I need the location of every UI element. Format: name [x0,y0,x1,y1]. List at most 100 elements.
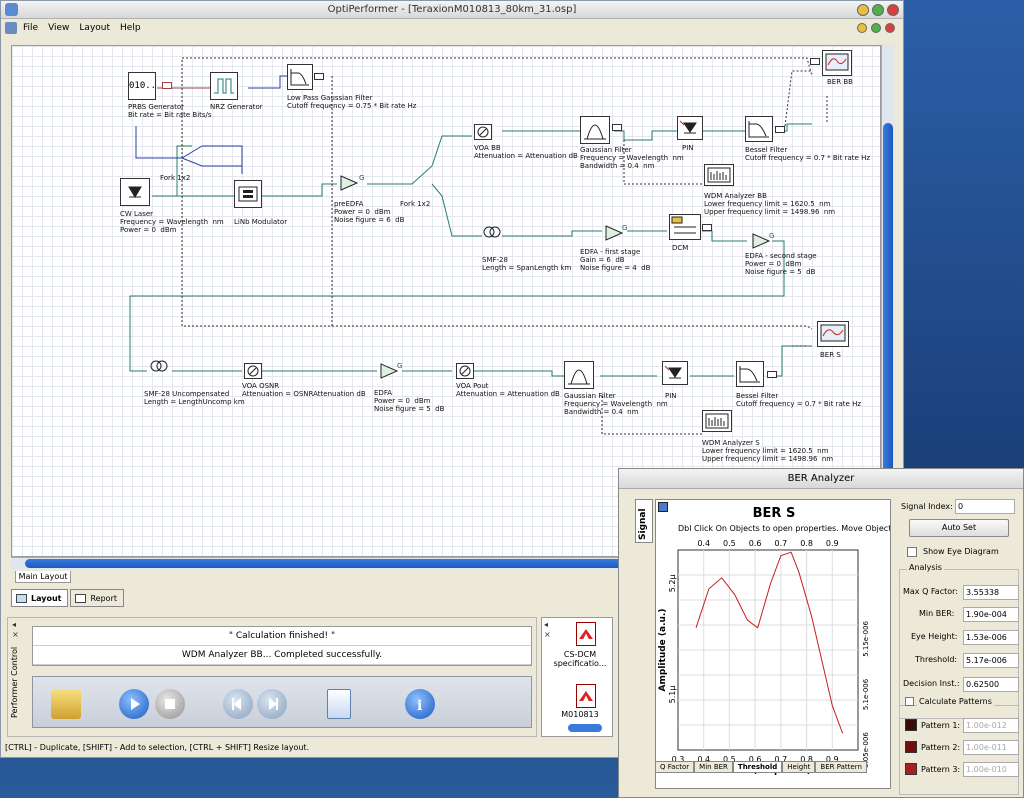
pdf-file-icon[interactable] [576,684,596,708]
ber-analyzer-icon [825,53,849,71]
stop-button[interactable] [155,689,185,719]
menu-help[interactable]: Help [120,23,141,33]
doc-restore-button[interactable] [871,23,881,33]
spectrum-analyzer-icon [705,413,729,429]
tab-layout[interactable]: Layout [11,589,69,607]
pattern-2-color-swatch[interactable] [905,741,917,753]
lowpass-filter-block[interactable] [287,64,313,90]
edfa-block[interactable]: G [377,362,407,380]
collapse-arrow-icon[interactable]: ◂ [12,620,17,629]
amplifier-icon: G [380,362,402,379]
auto-set-button[interactable]: Auto Set [909,519,1009,537]
smfu-params: Length = LengthUncomp km [144,398,245,406]
tab-threshold[interactable]: Threshold [732,761,783,773]
tab-ber-pattern[interactable]: BER Pattern [815,761,867,773]
maximize-button[interactable] [872,4,884,16]
step-forward-button[interactable] [257,689,287,719]
close-panel-icon[interactable]: × [12,630,19,639]
smf28-block[interactable] [482,224,502,240]
tab-q-factor[interactable]: Q Factor [655,761,695,773]
collapse-arrow-icon[interactable]: ◂ [544,620,549,629]
eye-height-label: Eye Height: [911,632,958,641]
file-label[interactable]: M010813 [561,710,599,719]
pin2-name: PIN [665,392,677,400]
tab-main-layout[interactable]: Main Layout [15,571,71,583]
nrz-generator-block[interactable] [210,72,238,100]
signal-side-tab[interactable]: Signal [635,499,653,543]
gf1-params: Frequency = Wavelength nm Bandwidth = 0.… [580,154,684,170]
x-tick-label: 0.9 [826,755,839,764]
voa-osnr-block[interactable] [244,363,262,379]
voa-bb-block[interactable] [474,124,492,140]
linb-modulator-block[interactable] [234,180,262,208]
close-button[interactable] [887,4,899,16]
tab-height[interactable]: Height [782,761,816,773]
pin-1-block[interactable] [677,116,703,140]
gaussian-filter-2-block[interactable] [564,361,594,389]
close-panel-icon[interactable]: × [544,630,551,639]
menu-file[interactable]: File [23,23,39,33]
show-eye-checkbox[interactable] [907,547,917,557]
wdm-analyzer-bb-block[interactable] [704,164,734,186]
y-tick-label-right: 5.15e-006 [862,620,870,656]
pin-2-block[interactable] [662,361,688,385]
minimize-button[interactable] [857,4,869,16]
x-tick-label-top: 0.9 [826,539,839,548]
y-tick-label: 5.1µ [668,686,677,704]
info-button[interactable]: i [405,689,435,719]
pre-edfa-name: preEDFA [334,200,364,208]
calculate-patterns-checkbox[interactable] [905,697,914,706]
pre-edfa-params: Power = 0 dBm Noise figure = 6 dB [334,208,405,224]
series-line [695,551,844,734]
step-back-button[interactable] [223,689,253,719]
bessel-filter-1-block[interactable] [745,116,773,142]
min-ber-label: Min BER: [919,609,955,618]
ber-s-block[interactable] [817,321,849,347]
plot-settings-icon[interactable] [658,502,668,512]
prbs-generator-block[interactable]: 010.. [128,72,156,100]
run-button[interactable] [119,689,149,719]
open-folder-icon[interactable] [51,689,81,719]
wdm-bb-params: Lower frequency limit = 1620.5 nm Upper … [704,200,836,216]
tab-report[interactable]: Report [70,589,125,607]
files-scrollbar[interactable] [568,724,602,732]
report-document-icon[interactable] [327,689,351,719]
file-label[interactable]: CS-DCM specificatio... [553,650,607,668]
calculate-patterns-label: Calculate Patterns [917,697,994,706]
edfa3-params: Power = 0 dBm Noise figure = 5 dB [374,397,445,413]
decision-inst-value: 0.62500 [963,677,1019,692]
menu-layout[interactable]: Layout [79,23,111,33]
pdf-file-icon[interactable] [576,622,596,646]
edfa1-name: EDFA - first stage [580,248,641,256]
signal-index-spinner[interactable]: 0 [955,499,1015,514]
horizontal-scroll-thumb[interactable] [25,559,865,568]
canvas-vertical-scrollbar[interactable] [881,45,894,563]
pattern-3-color-swatch[interactable] [905,763,917,775]
pre-edfa-block[interactable]: G [337,174,367,192]
svg-text:G: G [397,362,402,370]
pattern-1-color-swatch[interactable] [905,719,917,731]
attenuator-icon [459,365,471,377]
wdm-analyzer-s-block[interactable] [702,410,732,432]
ber-bb-block[interactable] [822,50,852,76]
cw-laser-block[interactable] [120,178,150,206]
gaussian-filter-1-block[interactable] [580,116,610,144]
vertical-scroll-thumb[interactable] [883,123,893,523]
dcm-block[interactable] [669,214,701,240]
edfa-first-stage-block[interactable]: G [602,224,632,242]
plot-hint: Dbl Click On Objects to open properties.… [678,524,890,533]
ber-bb-port [810,58,820,65]
ber-plot-area[interactable]: BER S Dbl Click On Objects to open prope… [655,499,891,789]
menu-view[interactable]: View [48,23,70,33]
tab-min-ber[interactable]: Min BER [694,761,733,773]
smf28-uncompensated-block[interactable] [149,358,169,374]
decision-inst-label: Decision Inst.: [903,679,960,688]
doc-close-button[interactable] [885,23,895,33]
edfa-second-stage-block[interactable]: G [749,232,779,250]
layout-canvas[interactable]: 010.. PRBS Generator Bit rate = Bit rate… [11,45,881,557]
doc-minimize-button[interactable] [857,23,867,33]
y-tick-label: 5.2µ [668,574,677,592]
voa-pout-block[interactable] [456,363,474,379]
bessel-filter-2-block[interactable] [736,361,764,387]
